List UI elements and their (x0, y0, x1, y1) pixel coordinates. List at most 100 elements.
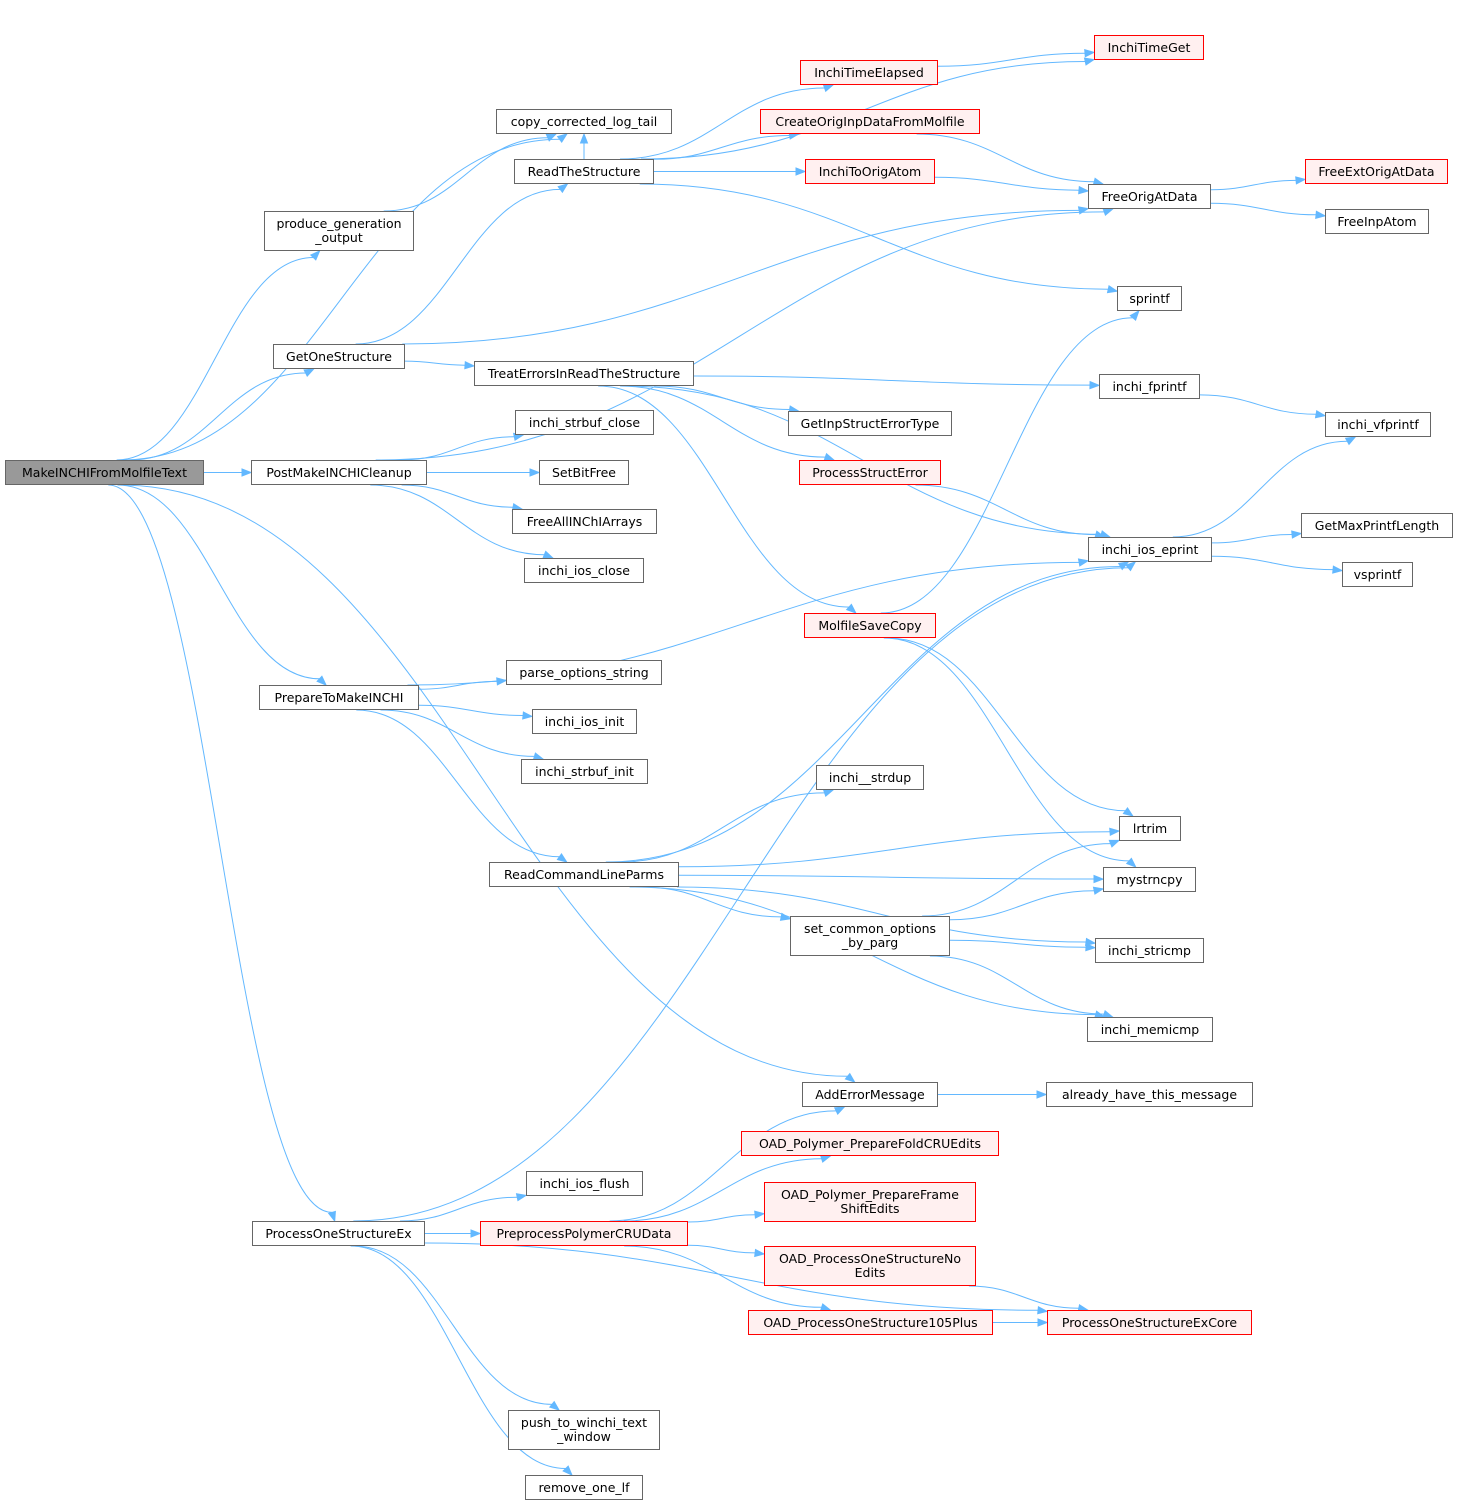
edge-treaterrorsinreadthestructure-to-inchi_fprintf (693, 375, 1091, 386)
edge-makeinchifrommolfiletext-to-produce_generation_output (116, 257, 314, 461)
node-processonestructureex[interactable]: ProcessOneStructureEx (252, 1221, 425, 1246)
edge-arrowhead (1129, 309, 1140, 321)
edge-set_common_options_by_parg-to-inchi_memicmp (929, 955, 1105, 1015)
node-parse-options-string[interactable]: parse_options_string (506, 660, 662, 685)
edge-postmakeinchicleanup-to-inchi_strbuf_close (400, 436, 515, 461)
node-produce-generation-output[interactable]: produce_generation _output (264, 211, 414, 251)
node-inchi-fprintf[interactable]: inchi_fprintf (1099, 374, 1200, 399)
node-push-to-winchi-text-window[interactable]: push_to_winchi_text _window (508, 1410, 660, 1450)
edge-arrowhead (515, 1193, 528, 1202)
edge-processonestructureex-to-inchi_ios_eprint (353, 567, 1129, 1222)
edge-set_common_options_by_parg-to-lrtrim (922, 843, 1111, 917)
edge-arrowhead (327, 1210, 336, 1223)
node-adderrormessage[interactable]: AddErrorMessage (802, 1082, 938, 1107)
edge-arrowhead (496, 677, 508, 686)
edge-getonestructure-to-freeorigatdata (402, 209, 1080, 345)
edge-postmakeinchicleanup-to-inchi_ios_close (370, 484, 545, 556)
node-set-common-options-by-parg[interactable]: set_common_options _by_parg (790, 916, 950, 956)
edge-arrowhead (542, 550, 555, 559)
node-getmaxprintflength[interactable]: GetMaxPrintfLength (1301, 513, 1453, 538)
node-freeallinchiarrays[interactable]: FreeAllINChIArrays (512, 509, 657, 534)
edge-inchitoorigatom-to-freeorigatdata (934, 176, 1080, 191)
node-inchi-vfprintf[interactable]: inchi_vfprintf (1325, 412, 1431, 437)
edge-inchi_ios_eprint-to-getmaxprintflength (1211, 534, 1293, 544)
node-inchitoorigatom[interactable]: InchiToOrigAtom (805, 159, 935, 184)
node-makeinchifrommolfiletext[interactable]: MakeINCHIFromMolfileText (5, 460, 204, 485)
node-readcommandlineparms[interactable]: ReadCommandLineParms (489, 862, 679, 887)
edge-getonestructure-to-readthestructure (355, 188, 561, 345)
edge-set_common_options_by_parg-to-inchi_stricmp (949, 939, 1087, 948)
edge-arrowhead (754, 1210, 766, 1219)
edge-preprocesspolymercrudata-to-adderrormessage (609, 1110, 837, 1222)
node-oad-polymer-prepareframeshiftedits[interactable]: OAD_Polymer_PrepareFrame ShiftEdits (764, 1182, 976, 1222)
node-treaterrorsinreadthestructure[interactable]: TreatErrorsInReadTheStructure (474, 361, 694, 386)
edge-arrowhead (1089, 380, 1101, 390)
node-inchi-ios-close[interactable]: inchi_ios_close (524, 558, 644, 583)
node-setbitfree[interactable]: SetBitFree (539, 460, 629, 485)
node-getinpstructerrortype[interactable]: GetInpStructErrorType (788, 411, 952, 436)
node-copy-corrected-log-tail[interactable]: copy_corrected_log_tail (496, 109, 672, 134)
node-oad-polymer-preparefoldcruedits[interactable]: OAD_Polymer_PrepareFoldCRUEdits (741, 1131, 999, 1156)
node-inchi-ios-init[interactable]: inchi_ios_init (532, 709, 637, 734)
edge-preprocesspolymercrudata-to-oad_processonestructure105plus (624, 1245, 822, 1308)
node-processonestructureexcore[interactable]: ProcessOneStructureExCore (1047, 1310, 1252, 1335)
edge-preprocesspolymercrudata-to-oad_polymer_prepareframeshiftedits (687, 1214, 756, 1223)
node-inchi-stricmp[interactable]: inchi_stricmp (1095, 938, 1204, 963)
edge-inchitimeelapsed-to-inchitimeget (937, 52, 1086, 67)
edge-postmakeinchicleanup-to-freeorigatdata (375, 211, 1105, 461)
node-preparetomakeinchi[interactable]: PrepareToMakeINCHI (259, 685, 419, 710)
edge-molfilesavecopy-to-mystrncpy (883, 637, 1130, 862)
edge-processonestructureex-to-remove_one_lf (350, 1245, 566, 1469)
node-inchi-strbuf-close[interactable]: inchi_strbuf_close (515, 410, 654, 435)
node-inchi-ios-flush[interactable]: inchi_ios_flush (526, 1171, 643, 1196)
node-freeorigatdata[interactable]: FreeOrigAtData (1088, 184, 1211, 209)
edge-makeinchifrommolfiletext-to-getonestructure (129, 372, 306, 461)
edge-readthestructure-to-createoriginpdatafrommolfile (653, 135, 790, 160)
node-freeextorigatdata[interactable]: FreeExtOrigAtData (1305, 159, 1448, 184)
edge-arrowhead (1122, 807, 1134, 817)
node-already-have-this-message[interactable]: already_have_this_message (1046, 1082, 1253, 1107)
edge-arrowhead (556, 853, 568, 863)
node-processstructerror[interactable]: ProcessStructError (799, 460, 941, 485)
edge-arrowhead (241, 468, 253, 477)
node-vsprintf[interactable]: vsprintf (1342, 562, 1413, 587)
node-inchi-strbuf-init[interactable]: inchi_strbuf_init (521, 759, 648, 784)
edge-arrowhead (1314, 410, 1327, 419)
edge-arrowhead (1125, 561, 1137, 572)
edge-treaterrorsinreadthestructure-to-molfilesavecopy (598, 385, 850, 608)
node-inchi-memicmp[interactable]: inchi_memicmp (1087, 1017, 1213, 1042)
node-oad-processonestructure105plus[interactable]: OAD_ProcessOneStructure105Plus (748, 1310, 993, 1335)
node-createoriginpdatafrommolfile[interactable]: CreateOrigInpDataFromMolfile (760, 109, 980, 134)
node-mystrncpy[interactable]: mystrncpy (1103, 867, 1196, 892)
edge-arrowhead (754, 1248, 766, 1258)
node-readthestructure[interactable]: ReadTheStructure (514, 159, 654, 184)
edge-arrowhead (470, 1229, 482, 1238)
edge-molfilesavecopy-to-sprintf (880, 317, 1134, 614)
node-oad-processonestructurenoedits[interactable]: OAD_ProcessOneStructureNo Edits (764, 1246, 976, 1286)
edge-inchi_fprintf-to-inchi_vfprintf (1199, 394, 1317, 415)
edge-arrowhead (1078, 185, 1090, 195)
edge-arrowhead (309, 250, 321, 261)
node-preprocesspolymercrudata[interactable]: PreprocessPolymerCRUData (480, 1221, 688, 1246)
node-molfilesavecopy[interactable]: MolfileSaveCopy (804, 613, 936, 638)
node-inchi--strdup[interactable]: inchi__strdup (816, 765, 924, 790)
edge-readcommandlineparms-to-inchi_ios_eprint (605, 566, 1121, 863)
edge-arrowhead (557, 183, 569, 194)
edge-makeinchifrommolfiletext-to-copy_corrected_log_tail (121, 138, 560, 461)
edge-inchi_ios_eprint-to-inchi_vfprintf (1172, 440, 1348, 538)
node-inchi-ios-eprint[interactable]: inchi_ios_eprint (1088, 537, 1212, 562)
edge-processonestructureex-to-processonestructureexcore (424, 1242, 1039, 1311)
node-lrtrim[interactable]: lrtrim (1119, 816, 1181, 841)
edge-arrowhead (1106, 284, 1119, 294)
edge-arrowhead (1037, 1306, 1049, 1315)
node-remove-one-lf[interactable]: remove_one_lf (525, 1475, 643, 1500)
node-inchitimeelapsed[interactable]: InchiTimeElapsed (800, 60, 938, 85)
edge-arrowhead (1084, 49, 1096, 58)
node-getonestructure[interactable]: GetOneStructure (273, 344, 405, 369)
node-freeinpatom[interactable]: FreeInpAtom (1325, 209, 1429, 234)
node-inchitimeget[interactable]: InchiTimeGet (1094, 35, 1204, 60)
node-postmakeinchicleanup[interactable]: PostMakeINCHICleanup (251, 460, 427, 485)
edge-produce_generation_output-to-copy_corrected_log_tail (383, 137, 548, 212)
edge-readthestructure-to-inchitimeelapsed (619, 87, 825, 160)
node-sprintf[interactable]: sprintf (1117, 286, 1182, 311)
